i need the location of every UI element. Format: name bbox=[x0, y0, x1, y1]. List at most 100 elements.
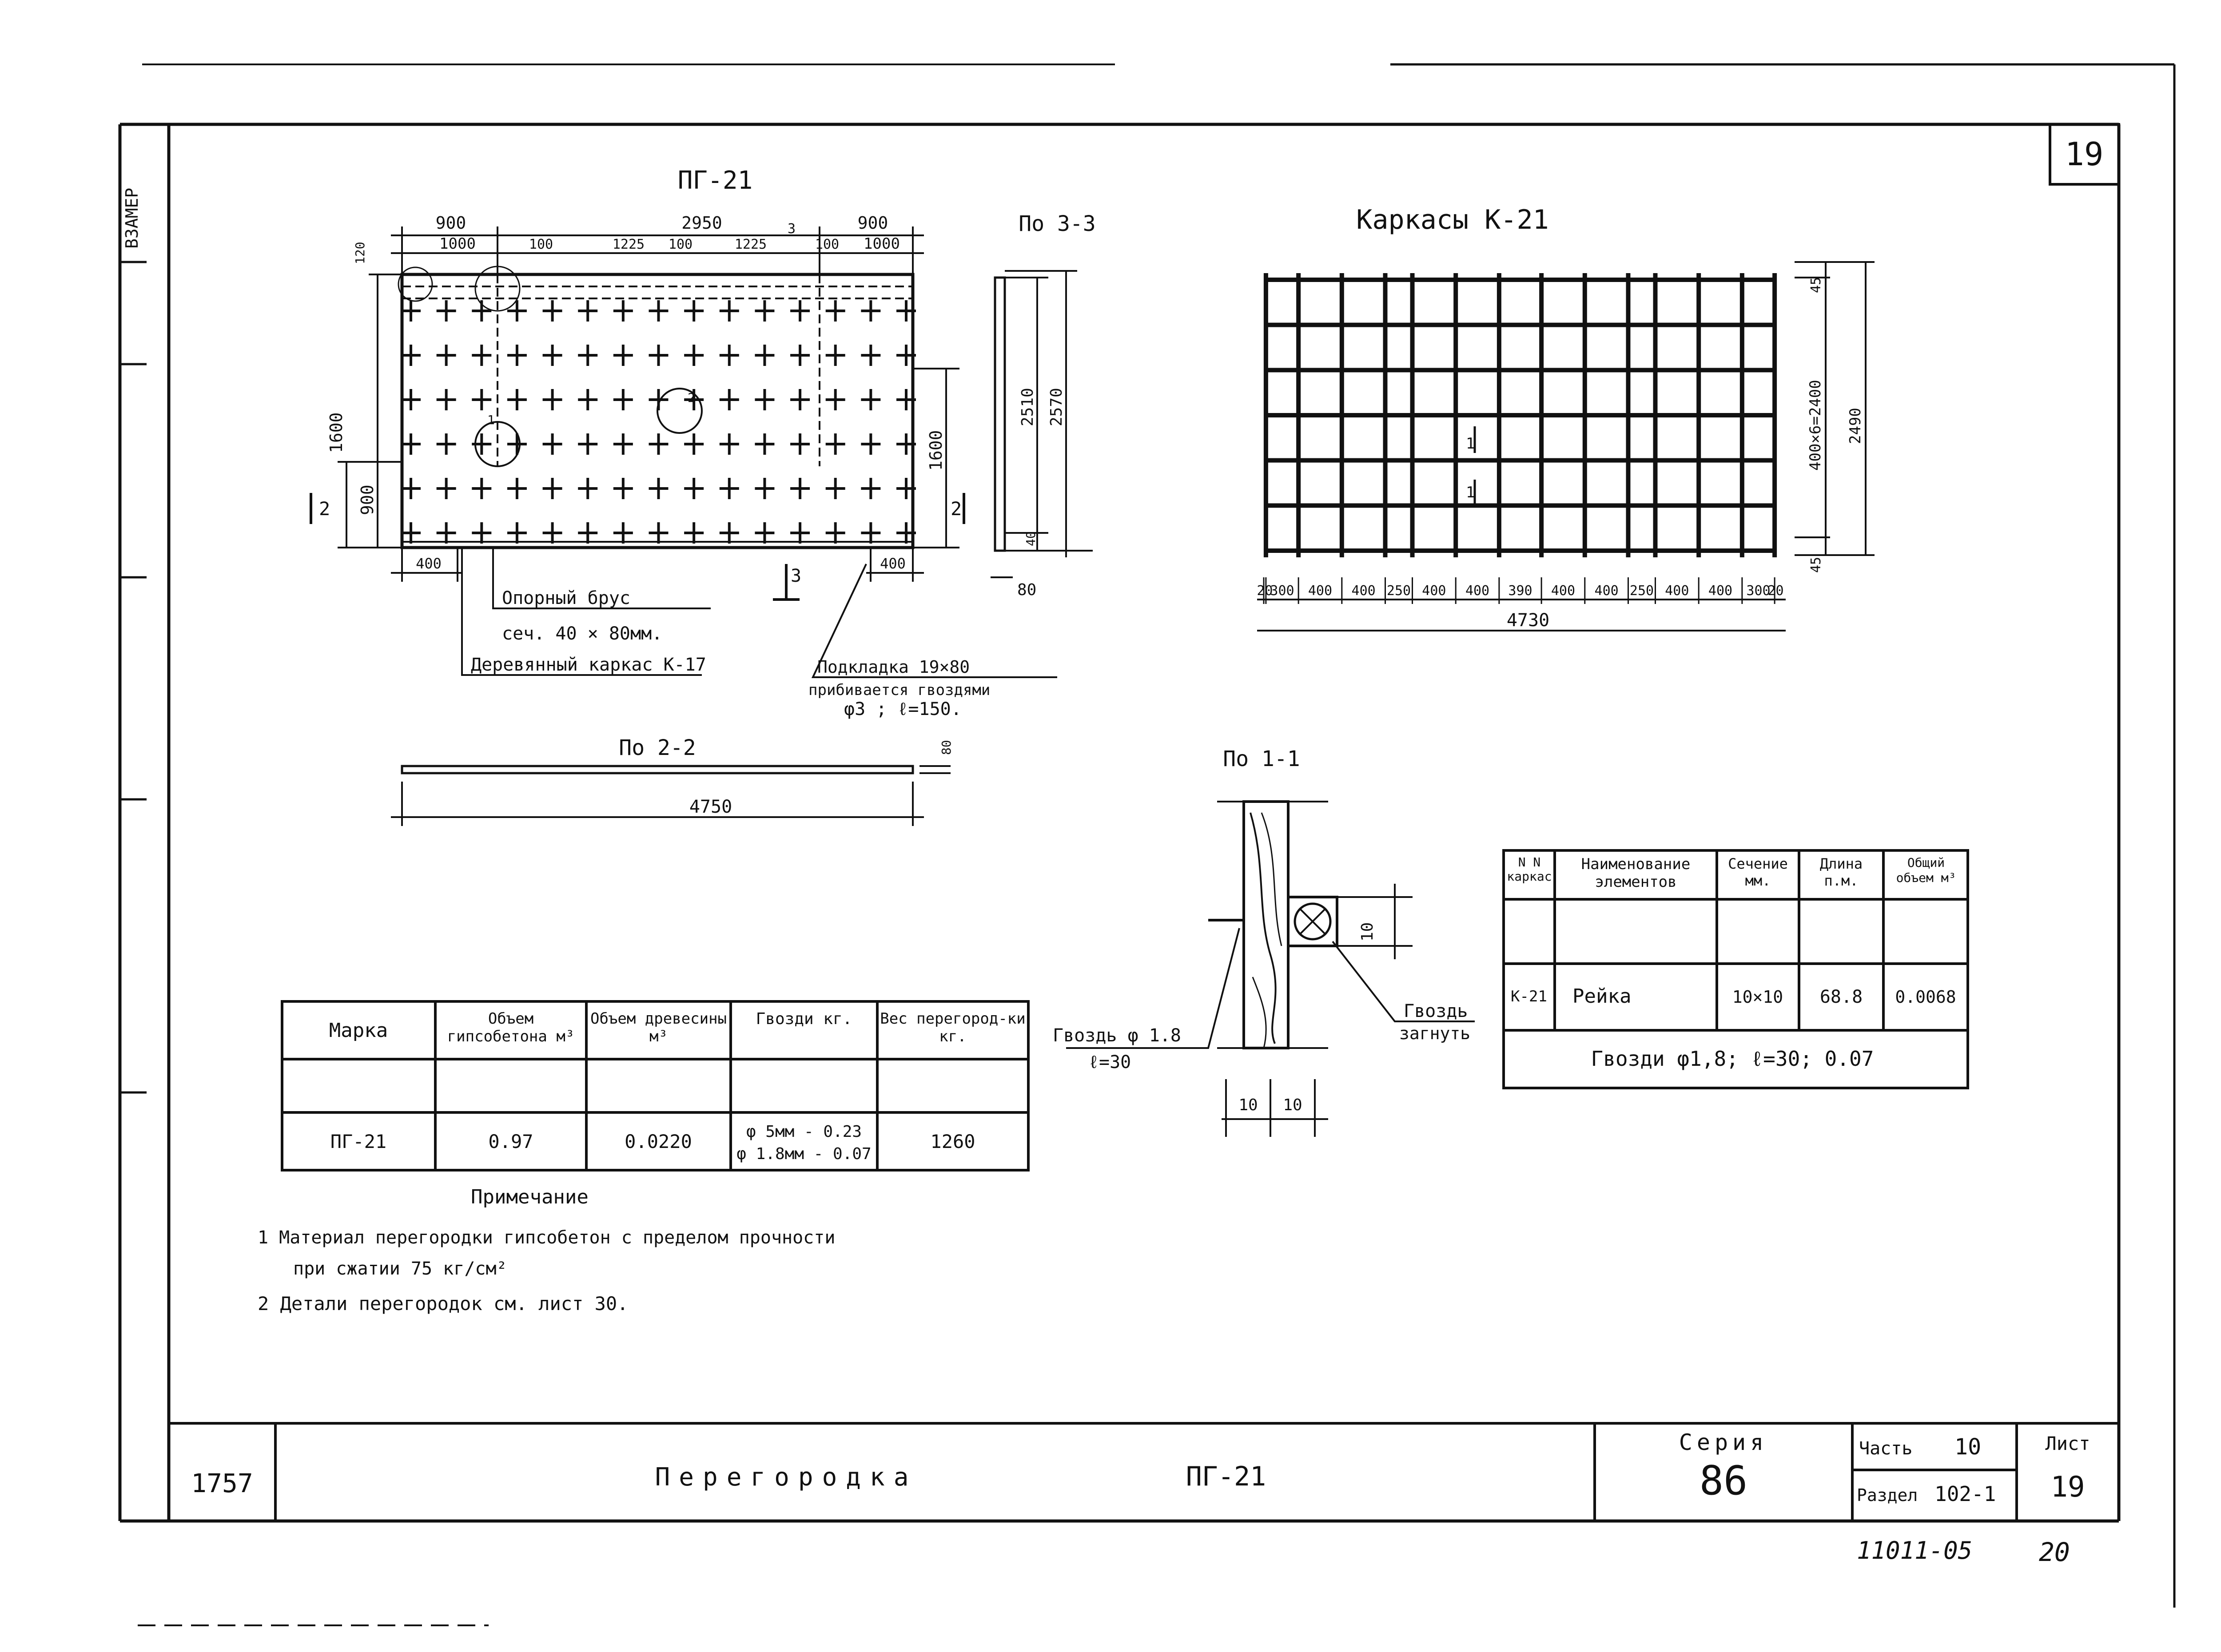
frame-dim-label: 400 bbox=[1308, 583, 1332, 599]
center-section-circle bbox=[657, 388, 703, 434]
section33-dim-2510: 2510 bbox=[1019, 388, 1037, 426]
label-support-beam-2: сеч. 40 × 80мм. bbox=[502, 623, 662, 644]
label-support-beam-1: Опорный брус bbox=[502, 588, 630, 608]
frame-dim-label: 20 bbox=[1767, 583, 1783, 599]
table1-cell-mark: ПГ-21 bbox=[330, 1131, 386, 1152]
label-shim-1: Подкладка 19×80 bbox=[817, 657, 970, 677]
dim-inner-1225-a: 1225 bbox=[613, 237, 645, 252]
frame-total-length: 4730 bbox=[1507, 610, 1549, 631]
table2-cell-name: Рейка bbox=[1572, 985, 1631, 1008]
label-wood-frame: Деревянный каркас К-17 bbox=[471, 655, 706, 675]
table1-cell-nails-2: φ 1.8мм - 0.07 bbox=[736, 1145, 871, 1163]
panel-outline bbox=[400, 273, 915, 549]
frame-section-mark-b: 1 bbox=[1466, 484, 1475, 501]
corner-sheet-number: 19 bbox=[2065, 135, 2104, 173]
notes: Примечание 1 Материал перегородки гипсоб… bbox=[258, 1186, 835, 1314]
table1-cell-nails-1: φ 5мм - 0.23 bbox=[746, 1123, 862, 1141]
section-2-2: По 2-2 4750 80 bbox=[391, 735, 954, 826]
frame-section-mark-a: 1 bbox=[1466, 435, 1475, 453]
frame-dim-label: 390 bbox=[1508, 583, 1532, 599]
section11-nail-right-1: Гвоздь bbox=[1404, 1001, 1468, 1021]
section33-dim-80: 80 bbox=[1017, 581, 1036, 599]
section11-nail-left-1: Гвоздь φ 1.8 bbox=[1053, 1025, 1181, 1046]
section22-dim-80: 80 bbox=[939, 740, 954, 755]
table2-cell-volume: 0.0068 bbox=[1895, 987, 1956, 1007]
section-mark-right: 2 bbox=[951, 498, 962, 520]
section11-dim-10: 10 bbox=[1358, 922, 1377, 941]
section11-title: По 1-1 bbox=[1223, 747, 1300, 771]
corner-sheet-box: 19 bbox=[2049, 123, 2120, 186]
dim-inner-3: 3 bbox=[788, 221, 796, 237]
label-shim-3: φ3 ; ℓ=150. bbox=[844, 699, 962, 719]
table-materials: Марка Объем гипсобетона м³ Объем древеси… bbox=[281, 1000, 1030, 1171]
dim-inner-1000-left: 1000 bbox=[439, 235, 476, 253]
table1-cell-wood: 0.0220 bbox=[625, 1131, 692, 1152]
panel-title: ПГ-21 bbox=[678, 166, 753, 195]
title-section-value: 102-1 bbox=[1934, 1482, 1996, 1506]
frame-dim-label: 400 bbox=[1708, 583, 1732, 599]
frame-dim-label: 400 bbox=[1595, 583, 1619, 599]
title-sheet-label: Лист bbox=[2045, 1433, 2090, 1454]
title-name: Перегородка bbox=[655, 1463, 918, 1492]
dim-top-900-left: 900 bbox=[436, 213, 466, 233]
side-stamp-text: ВЗАМЕР bbox=[122, 188, 142, 249]
notes-line-2: при сжатии 75 кг/см² bbox=[293, 1259, 507, 1279]
label-shim-2: прибивается гвоздями bbox=[808, 681, 990, 699]
table-frame-spec: N N каркас Наименование элементов Сечени… bbox=[1502, 849, 1969, 1089]
frame-dim-total: 2490 bbox=[1847, 408, 1864, 444]
dim-inner-1000-right: 1000 bbox=[864, 235, 900, 253]
frame-dim-bottom-45: 45 bbox=[1808, 557, 1824, 573]
title-series-value: 86 bbox=[1700, 1457, 1747, 1504]
section22-dim-4750: 4750 bbox=[689, 797, 732, 817]
table2-header-length: Длина п.м. bbox=[1819, 855, 1863, 889]
table2-header-volume: Общий объем м³ bbox=[1896, 855, 1956, 885]
table1-cell-weight: 1260 bbox=[930, 1131, 975, 1152]
section22-title: По 2-2 bbox=[619, 735, 696, 760]
frame-dim-middle: 400×6=2400 bbox=[1807, 380, 1824, 471]
dim-inner-100-c: 100 bbox=[815, 237, 839, 252]
section11-nail-right-2: загнуть bbox=[1399, 1024, 1470, 1043]
frame-dim-label: 400 bbox=[1465, 583, 1489, 599]
section33-dim-2570: 2570 bbox=[1047, 388, 1066, 426]
frame-dim-label: 400 bbox=[1422, 583, 1446, 599]
section11-nail-left-2: ℓ=30 bbox=[1088, 1052, 1131, 1072]
frame-dim-label: 250 bbox=[1387, 583, 1411, 599]
frame-dim-label: 400 bbox=[1665, 583, 1689, 599]
dim-bottom-400-right: 400 bbox=[880, 555, 906, 572]
title-series-label: Серия bbox=[1679, 1430, 1768, 1455]
table2-footer: Гвозди φ1,8; ℓ=30; 0.07 bbox=[1591, 1047, 1874, 1071]
section-mark-bottom: 3 bbox=[791, 566, 801, 586]
notes-heading: Примечание bbox=[471, 1186, 589, 1208]
frame-dim-label: 20 bbox=[1257, 583, 1273, 599]
title-stamp-left: 1757 bbox=[191, 1468, 253, 1498]
section-mark-left: 2 bbox=[319, 498, 330, 520]
section11-dim-bottom-a: 10 bbox=[1238, 1096, 1258, 1114]
frame-dim-label: 400 bbox=[1551, 583, 1575, 599]
frame-grid bbox=[1263, 273, 1777, 557]
dim-left-900: 900 bbox=[358, 484, 377, 515]
table2-cell-no: К-21 bbox=[1511, 988, 1547, 1005]
table1-header-wood: Объем древесины м³ bbox=[590, 1010, 727, 1045]
table2-header-name: Наименование элементов bbox=[1581, 855, 1691, 891]
table1-header-nails: Гвозди кг. bbox=[756, 1010, 852, 1028]
frame-dim-label: 400 bbox=[1352, 583, 1376, 599]
table1-header-weight: Вес перегород-ки кг. bbox=[880, 1010, 1026, 1045]
dim-right-1600: 1600 bbox=[926, 430, 946, 471]
title-sheet-value: 19 bbox=[2050, 1471, 2085, 1504]
reinforcement-crosses bbox=[401, 300, 916, 544]
dim-top-2950: 2950 bbox=[681, 213, 722, 233]
dim-top-900-right: 900 bbox=[858, 213, 888, 233]
table1-header-gypsum: Объем гипсобетона м³ bbox=[447, 1010, 575, 1045]
section-3-3: По 3-3 2510 2570 40 80 bbox=[991, 211, 1096, 599]
circle-small-mark: 1 bbox=[487, 413, 495, 427]
footer-page: 20 bbox=[2039, 1537, 2070, 1567]
section11-dim-bottom-b: 10 bbox=[1283, 1096, 1302, 1114]
table1-header-mark: Марка bbox=[329, 1019, 388, 1042]
title-part-value: 10 bbox=[1954, 1434, 1981, 1460]
notes-line-3: 2 Детали перегородок см. лист 30. bbox=[258, 1293, 628, 1314]
table2-cell-length: 68.8 bbox=[1820, 987, 1863, 1007]
dim-left-120: 120 bbox=[353, 242, 367, 264]
title-part-label: Часть bbox=[1859, 1438, 1912, 1459]
notes-line-1: 1 Материал перегородки гипсобетон с пред… bbox=[258, 1227, 835, 1248]
